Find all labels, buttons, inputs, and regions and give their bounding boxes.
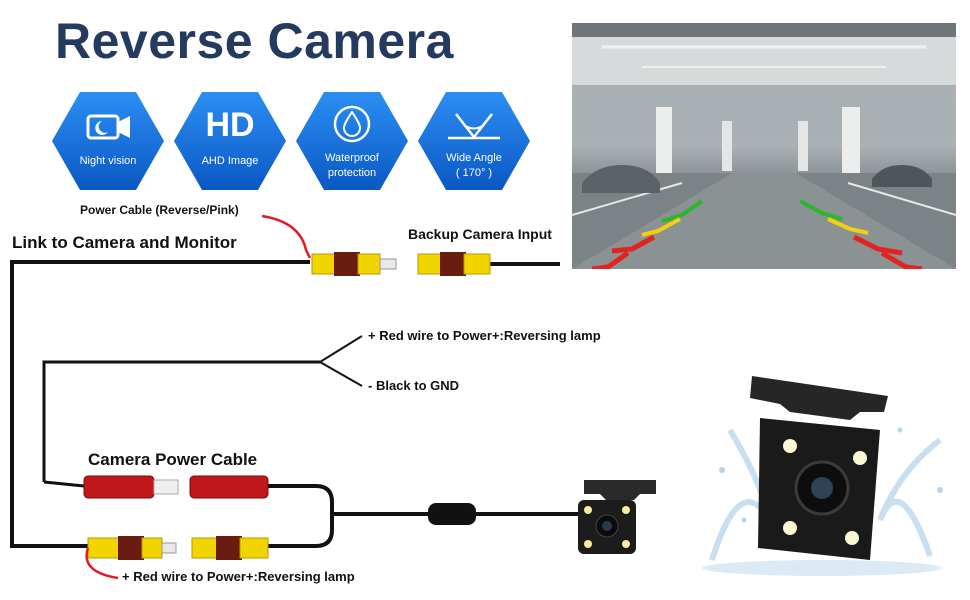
- wide-angle-icon: [448, 113, 500, 140]
- night-vision-icon: [86, 114, 130, 140]
- backup-input-label: Backup Camera Input: [408, 226, 552, 242]
- hd-icon: HD: [205, 106, 255, 144]
- feature-waterproof: Waterproof protection: [296, 92, 408, 190]
- water-drop-icon: [333, 105, 371, 143]
- link-label: Link to Camera and Monitor: [12, 233, 237, 252]
- feature-label: Waterproof: [324, 152, 379, 164]
- feature-label: protection: [327, 167, 377, 179]
- power-cable-label: Power Cable (Reverse/Pink): [80, 203, 239, 217]
- red-wire-label-bottom: + Red wire to Power+:Reversing lamp: [122, 569, 355, 584]
- feature-night-vision: Night vision: [52, 92, 164, 190]
- rca-connector-female: [417, 252, 491, 276]
- feature-label: Night vision: [79, 155, 137, 167]
- parking-garage-photo: [572, 23, 956, 269]
- garage-scene: [572, 23, 956, 269]
- feature-label: AHD Image: [201, 155, 259, 167]
- rca-connector-male-bottom: [87, 536, 177, 560]
- feature-wide-angle: Wide Angle ( 170° ): [418, 92, 530, 190]
- feature-ahd: HD AHD Image: [174, 92, 286, 190]
- rca-connector-female-bottom: [191, 536, 269, 560]
- black-wire-branch: [319, 361, 363, 387]
- link-cable-wire: [10, 260, 310, 548]
- power-connector-male: [83, 475, 179, 499]
- red-wire-label-top: + Red wire to Power+:Reversing lamp: [368, 328, 601, 343]
- page-title: Reverse Camera: [55, 13, 454, 69]
- inline-choke: [428, 503, 476, 525]
- power-cable-wire: [261, 214, 312, 259]
- feature-label: ( 170° ): [455, 167, 493, 179]
- power-connector-female: [189, 475, 269, 499]
- feature-label: Wide Angle: [446, 152, 502, 164]
- red-wire-branch: [319, 335, 363, 363]
- small-camera-icon: [578, 480, 656, 554]
- black-gnd-label: - Black to GND: [368, 378, 460, 393]
- rca-connector-male: [311, 252, 397, 276]
- camera-power-label: Camera Power Cable: [88, 450, 258, 469]
- waterproof-camera-photo: [702, 376, 943, 576]
